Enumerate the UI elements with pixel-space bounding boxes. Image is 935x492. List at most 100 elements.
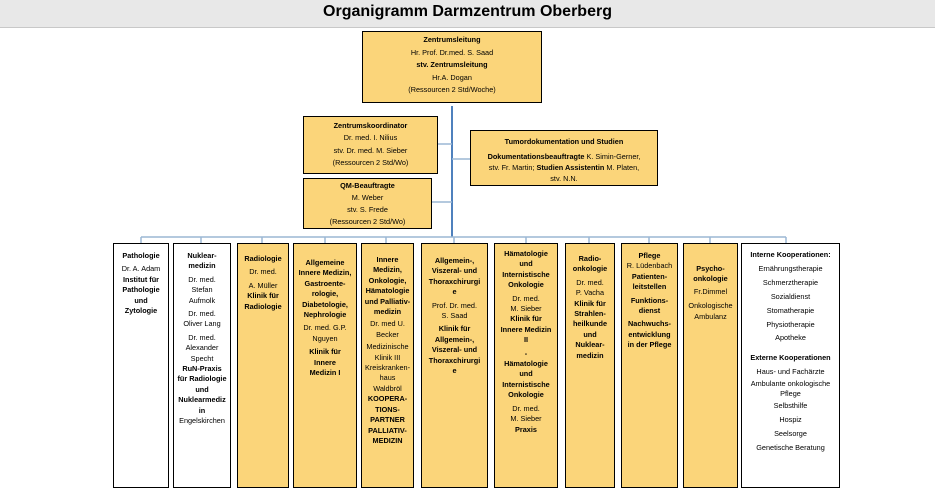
radioonko-k4: und (583, 329, 597, 339)
radioonko-t2: onkologie (572, 264, 608, 274)
nuklear-title-2: medizin (188, 261, 216, 271)
psycho-t1: Psycho- (696, 264, 725, 273)
allg-innere-t5: Diabetologie, (302, 299, 348, 309)
nuklear-c1: Dr. med. (188, 332, 216, 342)
allg-innere-t6: Nephrologie (303, 310, 347, 320)
allg-innere-t3: Gastroente- (304, 278, 346, 288)
innere-onko-h1: Kreiskranken- (364, 363, 410, 373)
allg-innere-box: Allgemeine Innere Medizin, Gastroente- r… (293, 243, 357, 488)
ext-koop-6: Genetische Beratung (756, 442, 825, 452)
allg-innere-k1: Klinik für (309, 347, 341, 357)
nuklear-p1: RuN-Praxis (182, 364, 222, 374)
koordinator-title: Zentrumskoordinator (333, 121, 408, 130)
radioonko-k2: Strahlen- (574, 309, 606, 319)
radiologie-box: Radiologie Dr. med. A. Müller Klinik für… (237, 243, 289, 488)
int-koop-1: Schmerztherapie (762, 277, 819, 287)
allg-innere-n2: Nguyen (312, 333, 338, 343)
pathologie-name: Dr. A. Adam (121, 264, 161, 274)
radioonko-n1: Dr. med. (576, 277, 604, 287)
psycho-a2: Ambulanz (694, 311, 727, 321)
nuklear-c2: Alexander (185, 343, 219, 353)
nuklear-p5: in (198, 405, 206, 415)
ext-koop-4: Hospiz (779, 415, 802, 425)
pflege-c3: in der Pflege (627, 340, 672, 350)
nuklear-box: Nuklear- medizin Dr. med. Stefan Aufmolk… (173, 243, 231, 488)
psycho-box: Psycho- onkologie Fr.Dimmel Onkologische… (683, 243, 738, 488)
nuklear-a1: Dr. med. (188, 274, 216, 284)
viszeral-t2: Viszeral- und (431, 266, 478, 276)
psycho-name: Fr.Dimmel (693, 286, 728, 296)
haemato-t1: Hämatologie (504, 249, 548, 258)
haemato-praxis: Praxis (515, 424, 537, 434)
ext-koop-1: Ambulante onkologische (750, 379, 831, 389)
innere-onko-p2: TIONS- (375, 404, 400, 414)
pflege-a2: leitstellen (632, 282, 667, 292)
kooperationen-box: Interne Kooperationen: Ernährungstherapi… (741, 243, 840, 488)
pflege-title: Pflege (638, 251, 661, 260)
viszeral-k3: Viszeral- und (431, 345, 478, 355)
doku-stv: stv. Fr. Martin; (488, 163, 537, 172)
nuklear-p4: Nuklearmediz (178, 395, 226, 405)
ext-koop-5: Seelsorge (774, 428, 807, 438)
innere-onko-t6: medizin (373, 307, 402, 317)
zentrumsleitung-ressourcen: (Ressourcen 2 Std/Woche) (408, 85, 496, 95)
nuklear-a2: Stefan (191, 285, 213, 295)
koordinator-box: Zentrumskoordinator Dr. med. I. Nilius s… (303, 116, 438, 174)
pflege-a1: Patienten- (631, 271, 668, 281)
innere-onko-p5: MEDIZIN (372, 435, 403, 445)
allg-innere-k2: Innere (314, 357, 336, 367)
innere-onko-t3: Onkologie, (368, 275, 407, 285)
int-koop-3: Stomatherapie (766, 305, 815, 315)
innere-onko-n1: Dr. med U. (370, 319, 405, 329)
haemato-m1: Dr. med. (512, 403, 540, 413)
radioonko-k3: heilkunde (572, 319, 608, 329)
radioonko-k6: medizin (576, 350, 604, 360)
radiologie-n1: Dr. med. (249, 267, 277, 277)
int-koop-2: Sozialdienst (770, 291, 811, 301)
radiologie-n2: A. Müller (248, 280, 278, 290)
pflege-name: R. Lüdenbach (626, 261, 673, 271)
innere-onko-t2: Medizin, (373, 265, 402, 275)
int-koop-5: Apotheke (775, 333, 806, 343)
haemato-s3: Internistische (502, 379, 550, 389)
studien-assistentin-label: Studien Assistentin (536, 163, 605, 172)
viszeral-k4: Thoraxchirurgi (428, 355, 481, 365)
viszeral-t3: Thoraxchirurgi (428, 276, 481, 286)
innere-onko-k2: Klinik III (374, 352, 401, 362)
pathologie-box: Pathologie Dr. A. Adam Institut für Path… (113, 243, 169, 488)
nuklear-b2: Oliver Lang (183, 319, 221, 329)
radioonko-t1: Radio- (578, 254, 602, 263)
allg-innere-n1: Dr. med. G.P. (303, 323, 347, 333)
koordinator-name: Dr. med. I. Nilius (343, 133, 398, 143)
innere-onko-h2: haus (379, 373, 396, 383)
innere-onko-n2: Becker (376, 329, 399, 339)
qm-title: QM-Beauftragte (340, 181, 395, 190)
haemato-n1: Dr. med. (512, 293, 540, 303)
int-koop-0: Ernährungstherapie (758, 263, 823, 273)
haemato-s4: Onkologie (508, 390, 544, 400)
nuklear-a3: Aufmolk (188, 295, 216, 305)
haemato-n2: M. Sieber (510, 304, 542, 314)
psycho-t2: onkologie (693, 274, 728, 284)
radiologie-title: Radiologie (244, 254, 282, 263)
ext-koop-0: Haus- und Fachärzte (756, 367, 825, 377)
haemato-t3: Internistische (502, 269, 550, 279)
viszeral-t4: e (452, 287, 457, 297)
tumordoku-title: Tumordokumentation und Studien (504, 137, 624, 146)
nuklear-ort: Engelskirchen (179, 416, 225, 426)
pathologie-title: Pathologie (122, 251, 160, 260)
pathologie-inst-1: Institut für (122, 274, 160, 284)
koordinator-stv: stv. Dr. med. M. Sieber (333, 145, 408, 155)
allg-innere-t1: Allgemeine (305, 258, 345, 267)
haemato-k1: Klinik für (510, 314, 542, 324)
radiologie-k1: Klinik für (247, 291, 279, 301)
haemato-dash: - (524, 348, 528, 358)
nuklear-p3: und (195, 384, 209, 394)
innere-onko-box: Innere Medizin, Onkologie, Hämatologie u… (361, 243, 414, 488)
pflege-c1: Nachwuchs- (628, 319, 671, 329)
haemato-s2: und (519, 369, 533, 379)
psycho-a1: Onkologische (688, 301, 733, 311)
pflege-b2: dienst (638, 306, 661, 316)
nuklear-c3: Specht (190, 353, 214, 363)
